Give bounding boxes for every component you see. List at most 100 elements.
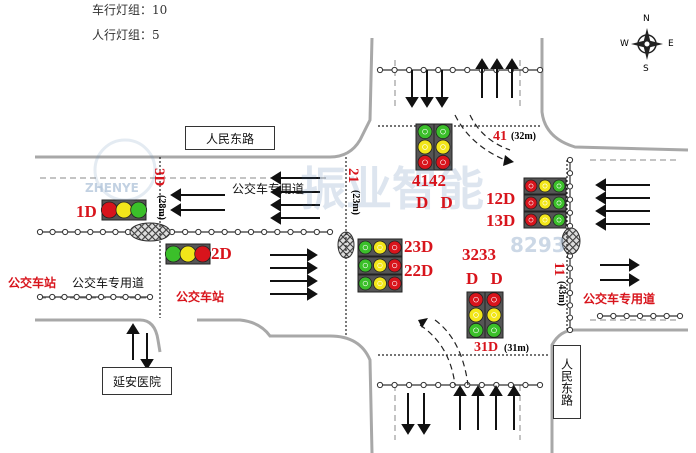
signal-33-lamp xyxy=(486,322,502,338)
signal-12d-lamp xyxy=(538,179,552,193)
watermark-phone: 8293 xyxy=(510,233,566,257)
bus-stop-label-south: 公交车站 xyxy=(176,290,225,304)
hospital-box: 延安医院 xyxy=(102,367,172,395)
crosswalk-bead xyxy=(536,66,544,74)
crosswalk-bead xyxy=(435,66,442,74)
signal-23d-b-arrow xyxy=(362,262,368,269)
signal-label-4142: 4142 xyxy=(412,171,446,190)
signal-13d-lamp xyxy=(524,213,538,227)
signal-41-lamp xyxy=(417,124,433,140)
compass-e: E xyxy=(668,39,674,49)
legend-ped-groups: 人行灯组：5 xyxy=(92,28,160,42)
turn-paths xyxy=(419,114,511,386)
lane-arrows xyxy=(126,58,650,435)
crosswalk-bead xyxy=(536,381,544,389)
signal-label-3d: 3D xyxy=(151,168,167,187)
crosswalk-bead xyxy=(566,302,574,309)
crosswalk-bead xyxy=(405,66,413,74)
signal-32-lamp xyxy=(468,322,484,338)
turn-arrowheads xyxy=(418,155,514,328)
signal-dist-3d: (28m) xyxy=(156,195,167,220)
signal-label-21: 21 xyxy=(345,168,361,183)
signal-2d-lamp xyxy=(164,245,182,263)
signal-41-arrow xyxy=(422,144,428,150)
signal-41-lamp xyxy=(417,139,433,155)
signal-2d-lamp xyxy=(179,245,197,263)
compass-s: S xyxy=(643,64,649,74)
signal-13d-lamp xyxy=(552,213,566,227)
crosswalk-bead xyxy=(98,293,105,301)
signal-label-11: 11 xyxy=(551,262,567,277)
signal-label-23d: 23D xyxy=(404,237,434,256)
signal-23d-b-lamp xyxy=(373,258,387,273)
crosswalk-bead xyxy=(449,381,456,389)
signal-33-arrow xyxy=(491,296,497,303)
crosswalk-bead xyxy=(49,293,56,301)
crosswalk-bead xyxy=(391,66,398,74)
signal-23d-lamp xyxy=(373,240,387,255)
crosswalk-bead xyxy=(195,228,202,236)
signal-label-12d: 12D xyxy=(486,189,516,208)
signal-22d-lamp xyxy=(387,276,402,291)
crosswalk-bead xyxy=(36,228,44,236)
bus-stop-label-west: 公交车站 xyxy=(8,276,57,290)
signal-42-lamp xyxy=(435,124,451,140)
crosswalk-bead xyxy=(134,293,141,301)
signal-23d-arrow xyxy=(377,244,383,251)
signal-dist-11: (43m) xyxy=(556,281,567,306)
signal-22d-lamp xyxy=(373,276,387,291)
crosswalk-bead xyxy=(566,289,574,297)
compass-w: W xyxy=(620,39,629,49)
distance-guides xyxy=(159,125,568,356)
crosswalk-bead xyxy=(566,170,574,177)
crosswalk-bead xyxy=(313,228,320,236)
svg-text:振业智能: 振业智能 xyxy=(300,162,484,216)
crosswalk-bead xyxy=(99,228,106,236)
signal-23d-b-arrow xyxy=(377,262,383,269)
legend-vehicle-groups: 车行灯组：10 xyxy=(92,3,168,17)
signal-dist-21: (23m) xyxy=(350,190,361,215)
crosswalk-bead xyxy=(566,183,574,190)
crosswalk-bead xyxy=(566,209,574,216)
crosswalk-bead xyxy=(566,196,574,203)
signal-label-1d: 1D xyxy=(76,202,97,221)
signal-12d-arrow xyxy=(528,183,534,189)
crosswalk-bead xyxy=(182,228,189,236)
crosswalk-bead xyxy=(36,293,44,301)
crosswalk-bead xyxy=(234,228,241,236)
crosswalk-bead xyxy=(146,293,154,301)
signal-12d-arrow xyxy=(556,183,562,189)
crosswalk-bead xyxy=(507,381,515,389)
signal-23d-arrow xyxy=(392,244,398,251)
signal-2d-lamp xyxy=(194,245,212,263)
crosswalk-bead xyxy=(435,381,442,389)
signal-32-lamp xyxy=(468,307,484,323)
bus-lane-label-north: 公交车专用道 xyxy=(232,182,305,196)
signal-1d-lamp xyxy=(100,201,118,219)
signal-label-3233: 3233 xyxy=(462,245,496,264)
hospital-name: 延安医院 xyxy=(112,374,161,389)
signal-42-arrow xyxy=(440,159,446,166)
signal-12d-b-arrow xyxy=(528,200,534,206)
crosswalk-bead xyxy=(87,228,94,236)
watermark: 振业智能 xyxy=(93,138,484,216)
crosswalk-bead xyxy=(85,293,92,301)
signal-22d-arrow xyxy=(362,280,368,287)
signal-12d-b-arrow xyxy=(542,200,548,206)
signal-12d-b-lamp xyxy=(538,196,552,210)
signal-dist-41: (32m) xyxy=(511,131,536,142)
crosswalk-bead xyxy=(300,228,307,236)
crosswalk-bead xyxy=(391,381,398,389)
signal-label-22d: 22D xyxy=(404,261,434,280)
signal-22d-arrow xyxy=(377,280,383,287)
signal-32-arrow xyxy=(473,312,479,318)
crosswalk-bead xyxy=(405,381,413,389)
signal-12d-arrow xyxy=(542,183,548,189)
signal-33-arrow xyxy=(491,312,497,318)
signal-12d-b-lamp xyxy=(524,196,538,210)
crosswalk-bead xyxy=(274,228,281,236)
signal-23d-lamp xyxy=(387,240,402,255)
signal-22d-lamp xyxy=(358,276,373,291)
crosswalk-bead xyxy=(247,228,255,236)
